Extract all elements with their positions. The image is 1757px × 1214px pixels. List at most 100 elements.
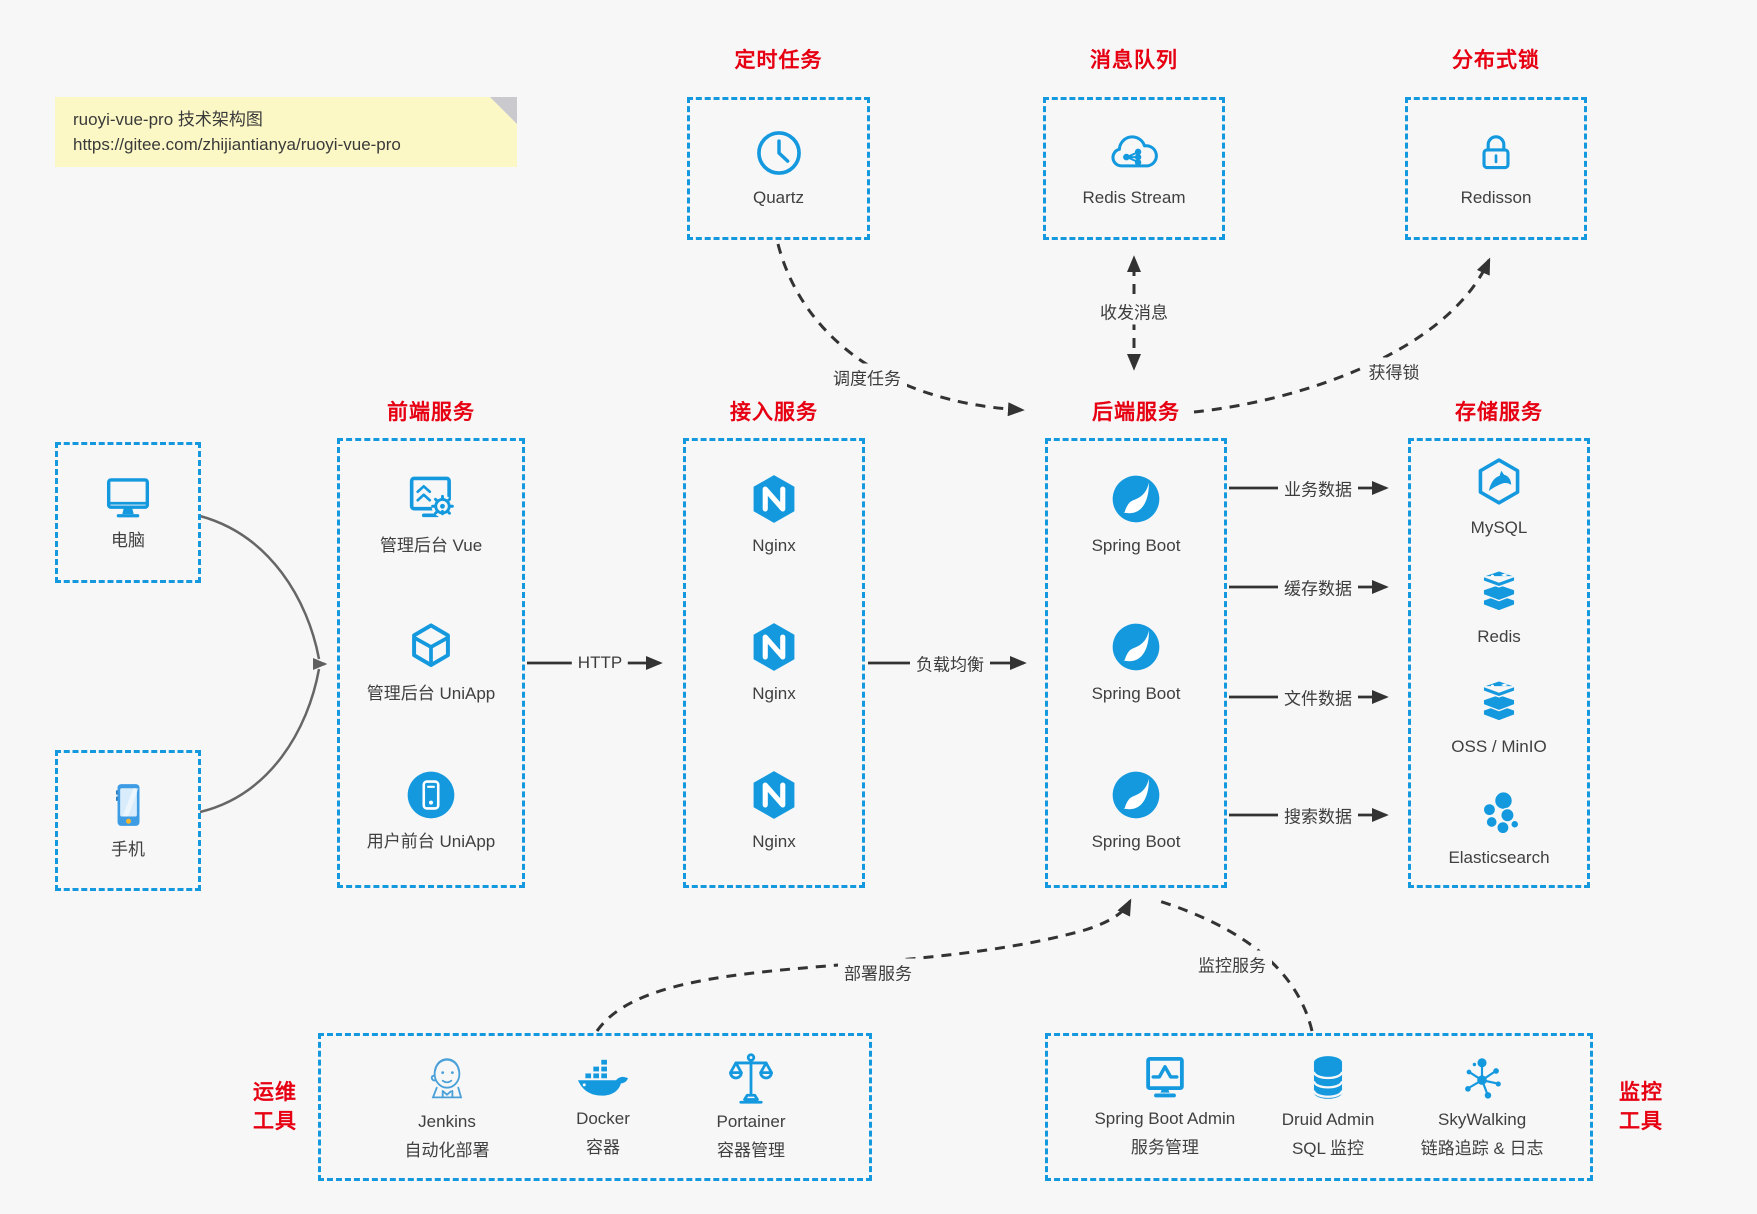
edge-label-cache-data: 缓存数据 [1278,573,1358,601]
box-lock: Redisson [1405,97,1587,240]
edge-label-monitoring: 监控服务 [1192,950,1272,978]
item-label: OSS / MinIO [1451,736,1547,756]
item-springboot-3: Spring Boot [1091,767,1181,855]
box-gateway: Nginx Nginx Nginx [683,438,865,888]
item-label: Redis [1477,627,1521,647]
item-label: 电脑 [111,530,145,550]
box-monitor: Spring Boot Admin 服务管理 Druid Admin SQL 监… [1045,1033,1593,1181]
title-sticky-note: ruoyi-vue-pro 技术架构图 https://gitee.com/zh… [55,97,517,167]
box-mq: Redis Stream [1043,97,1225,240]
item-skywalking: SkyWalking 链路追踪 & 日志 [1421,1052,1544,1161]
item-label: Redisson [1460,187,1532,207]
note-url: https://gitee.com/zhijiantianya/ruoyi-vu… [73,135,401,154]
item-computer: 电脑 [100,472,156,554]
group-title-gateway: 接入服务 [730,401,818,424]
lock-icon [1482,135,1510,169]
item-label: Nginx [752,684,796,704]
item-label-line2: 服务管理 [1130,1138,1199,1157]
box-frontend: 管理后台 Vue 管理后台 UniApp 用户前台 UniApp [337,438,525,888]
group-title-backend: 后端服务 [1092,401,1180,424]
item-label: 用户前台 UniApp [366,832,496,852]
edge-label-message: 收发消息 [1094,297,1174,325]
edge-label-http: HTTP [571,652,629,674]
spring-boot-admin-icon [1146,1057,1184,1098]
item-phone: 手机 [105,779,151,863]
item-label: Spring Boot [1091,832,1181,852]
item-oss-minio: OSS / MinIO [1451,678,1547,760]
jenkins-icon [430,1058,463,1099]
item-mysql: MySQL [1470,455,1528,541]
group-title-frontend: 前端服务 [387,401,475,424]
box-storage: MySQL Redis [1408,438,1590,888]
item-label: Nginx [752,536,796,556]
computer-icon [106,477,150,518]
item-label-line2: 链路追踪 & 日志 [1420,1139,1544,1158]
item-label-line2: 容器 [586,1138,620,1157]
edge-label-business-data: 业务数据 [1278,474,1358,502]
item-label-line1: Portainer [716,1112,786,1132]
monitor-title-line1: 监控 [1619,1081,1663,1104]
monitor-title-line2: 工具 [1619,1110,1663,1134]
edge-label-schedule: 调度任务 [827,363,907,391]
item-label: 手机 [111,839,145,859]
redis-icon [1482,570,1516,613]
item-label: Redis Stream [1082,187,1186,207]
box-backend: Spring Boot Spring Boot Spring Boot [1045,438,1227,888]
item-nginx-3: Nginx [746,767,802,855]
item-jenkins: Jenkins 自动化部署 [405,1050,490,1163]
portainer-scales-icon [729,1053,773,1104]
item-label-line1: Jenkins [418,1112,476,1132]
item-nginx-1: Nginx [746,471,802,559]
docker-icon [578,1059,628,1096]
item-label-line2: SQL 监控 [1291,1139,1365,1158]
item-portainer: Portainer 容器管理 [716,1050,786,1163]
item-label: 管理后台 Vue [379,536,483,556]
spring-boot-icon [1112,623,1160,671]
group-title-lock: 分布式锁 [1452,49,1540,72]
edge-label-acquire-lock: 获得锁 [1362,357,1426,385]
item-user-uniapp: 用户前台 UniApp [367,767,495,855]
item-label-line1: Docker [576,1109,630,1129]
item-label-line2: 容器管理 [716,1141,785,1160]
skywalking-trace-icon [1465,1058,1501,1099]
item-spring-boot-admin: Spring Boot Admin 服务管理 [1094,1053,1235,1160]
edge-phone-to-frontend [199,668,321,814]
item-admin-vue: 管理后台 Vue [380,471,482,559]
item-label: Spring Boot [1091,536,1181,556]
note-title: ruoyi-vue-pro 技术架构图 [73,110,263,129]
oss-stack-icon [1482,679,1516,722]
item-druid-admin: Druid Admin SQL 监控 [1281,1052,1375,1161]
item-springboot-1: Spring Boot [1091,471,1181,559]
item-admin-uniapp: 管理后台 UniApp [367,619,495,707]
item-elasticsearch: Elasticsearch [1448,787,1550,871]
nginx-icon [753,771,795,820]
user-app-icon [407,771,455,819]
item-label: MySQL [1470,517,1528,537]
ops-title-line2: 工具 [253,1110,297,1134]
group-title-mq: 消息队列 [1090,49,1178,72]
edge-acquire-lock [1193,257,1491,414]
mysql-icon [1478,458,1520,505]
box-computer: 电脑 [55,442,201,583]
group-title-scheduler: 定时任务 [734,49,823,72]
edge-label-load-balance: 负载均衡 [910,649,990,677]
item-nginx-2: Nginx [746,619,802,707]
item-label: Elasticsearch [1448,848,1550,868]
box-ops: Jenkins 自动化部署 Docker 容器 [318,1033,872,1181]
item-label: Quartz [752,187,805,207]
group-title-ops: 运维 工具 [240,1078,310,1137]
item-label-line1: Druid Admin [1281,1110,1375,1130]
druid-database-icon [1312,1056,1344,1100]
box-phone: 手机 [55,750,201,891]
item-label-line1: SkyWalking [1438,1110,1527,1130]
group-title-storage: 存储服务 [1455,401,1543,424]
cloud-stream-icon [1111,135,1158,168]
edge-computer-to-frontend [199,514,321,660]
item-label-line2: 自动化部署 [404,1141,490,1160]
item-redis: Redis [1471,568,1527,650]
ops-title-line1: 运维 [253,1081,297,1104]
item-redisson: Redisson [1460,127,1532,211]
edge-label-search-data: 搜索数据 [1278,801,1358,829]
item-label: 管理后台 UniApp [366,684,496,704]
